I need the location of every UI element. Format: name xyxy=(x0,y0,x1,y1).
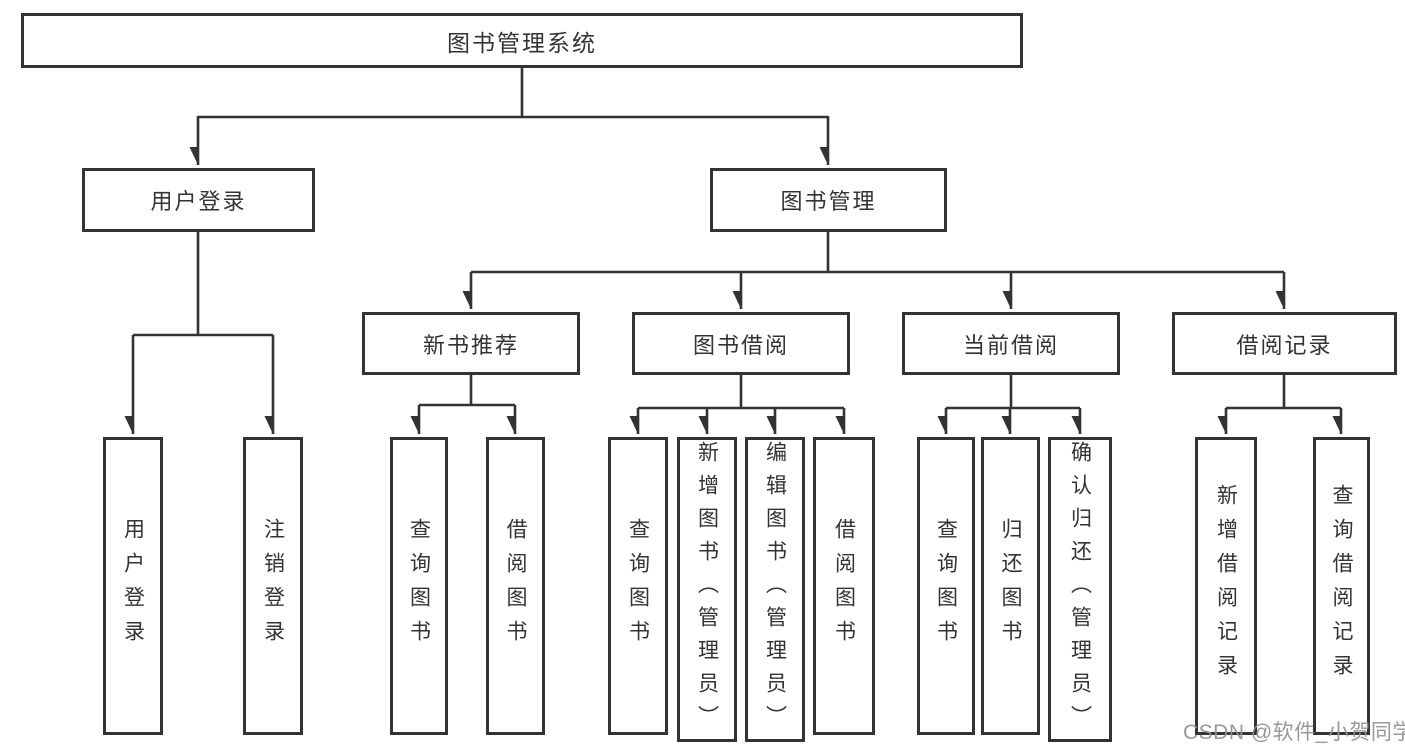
leaf-add-borrow-record: 新增借阅记录 xyxy=(1195,437,1257,735)
leaf-query-books-recommend-label: 查询图书 xyxy=(407,518,431,654)
leaf-user-login: 用户登录 xyxy=(103,437,163,735)
node-borrow-records-label: 借阅记录 xyxy=(1236,332,1333,358)
leaf-borrow-books-recommend-label: 借阅图书 xyxy=(504,518,527,654)
node-book-management: 图书管理 xyxy=(710,168,947,232)
leaf-borrow-books-recommend: 借阅图书 xyxy=(486,437,545,735)
leaf-query-borrow-record: 查询借阅记录 xyxy=(1313,437,1370,735)
leaf-confirm-return-admin: 确认归还（管理员） xyxy=(1048,437,1112,742)
leaf-borrow-books-label: 借阅图书 xyxy=(832,518,856,654)
leaf-edit-books-admin: 编辑图书（管理员） xyxy=(745,437,805,742)
leaf-query-books-current: 查询图书 xyxy=(917,437,975,735)
leaf-query-books-current-label: 查询图书 xyxy=(934,518,958,654)
leaf-add-books-admin: 新增图书（管理员） xyxy=(677,437,737,742)
leaf-user-login-label: 用户登录 xyxy=(121,518,145,654)
leaf-add-books-admin-label: 新增图书（管理员） xyxy=(695,441,719,738)
node-user-login: 用户登录 xyxy=(82,168,315,232)
leaf-return-books: 归还图书 xyxy=(981,437,1040,735)
leaf-query-books-borrow-label: 查询图书 xyxy=(626,518,650,654)
node-root-label: 图书管理系统 xyxy=(447,29,597,56)
leaf-query-borrow-record-label: 查询借阅记录 xyxy=(1330,484,1353,688)
leaf-edit-books-admin-label: 编辑图书（管理员） xyxy=(763,441,787,738)
node-current-borrow-label: 当前借阅 xyxy=(962,332,1059,358)
leaf-logout-label: 注销登录 xyxy=(261,518,285,654)
node-root-library-system: 图书管理系统 xyxy=(21,13,1023,68)
leaf-add-borrow-record-label: 新增借阅记录 xyxy=(1214,484,1238,688)
leaf-confirm-return-admin-label: 确认归还（管理员） xyxy=(1068,441,1092,738)
leaf-logout: 注销登录 xyxy=(243,437,303,735)
node-new-book-recommend-label: 新书推荐 xyxy=(422,332,519,358)
leaf-borrow-books: 借阅图书 xyxy=(813,437,875,735)
node-new-book-recommend: 新书推荐 xyxy=(362,312,580,375)
node-user-login-label: 用户登录 xyxy=(150,189,247,214)
node-current-borrow: 当前借阅 xyxy=(902,312,1120,375)
leaf-return-books-label: 归还图书 xyxy=(999,518,1022,654)
node-borrow-records: 借阅记录 xyxy=(1172,312,1397,375)
node-book-management-label: 图书管理 xyxy=(780,189,877,214)
watermark: CSDN @软件_小贺同学 xyxy=(1183,721,1405,744)
leaf-query-books-recommend: 查询图书 xyxy=(390,437,448,735)
node-book-borrow: 图书借阅 xyxy=(632,312,850,375)
leaf-query-books-borrow: 查询图书 xyxy=(608,437,668,735)
node-book-borrow-label: 图书借阅 xyxy=(692,332,789,358)
